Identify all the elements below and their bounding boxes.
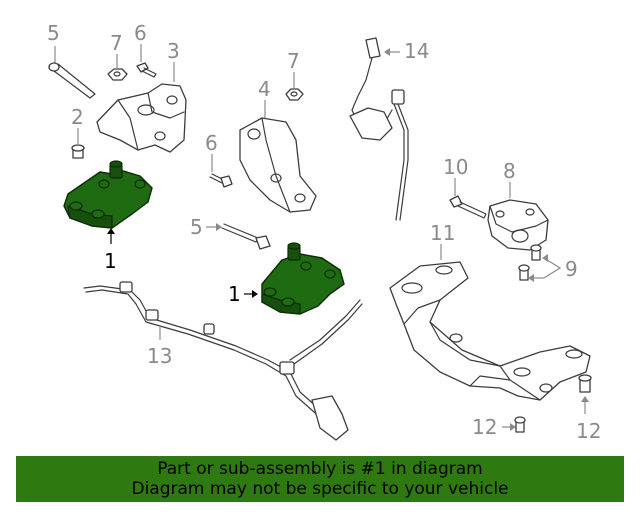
callout-14: 14 (404, 39, 429, 63)
part-3-bracket[interactable] (96, 62, 187, 153)
callout-3: 3 (167, 39, 180, 63)
part-4-bracket[interactable] (239, 100, 317, 213)
part-10-bolt[interactable] (449, 178, 487, 219)
banner-line-1: Part or sub-assembly is #1 in diagram (157, 459, 483, 479)
callout-5-upper: 5 (47, 21, 60, 45)
callout-6-upper: 6 (134, 21, 147, 45)
parts-diagram: 5 7 6 3 2 (47, 21, 601, 443)
part-5-bolt-middle[interactable] (206, 223, 271, 250)
callout-4: 4 (258, 77, 271, 101)
part-14-sensor[interactable] (349, 37, 409, 221)
callout-1-center: 1 (228, 282, 241, 306)
part-1-engine-mount-center[interactable] (244, 242, 345, 315)
callout-2: 2 (71, 105, 84, 129)
part-6-bolt-upper[interactable] (136, 44, 157, 78)
part-1-engine-mount-left[interactable] (63, 160, 153, 244)
callout-11: 11 (430, 221, 455, 245)
part-12-bolt-right[interactable] (578, 374, 592, 414)
callout-5-middle: 5 (190, 215, 203, 239)
callout-1-left: 1 (104, 249, 117, 273)
callout-7-upper: 7 (110, 31, 123, 55)
part-12-bolt-lower[interactable] (502, 416, 526, 433)
part-6-bolt-middle[interactable] (209, 154, 233, 188)
callout-9: 9 (565, 257, 578, 281)
info-banner: Part or sub-assembly is #1 in diagram Di… (16, 456, 624, 502)
callout-6-middle: 6 (205, 131, 218, 155)
callout-12-right: 12 (576, 419, 601, 443)
callout-13: 13 (147, 344, 172, 368)
part-11-crossmember[interactable] (389, 244, 591, 401)
part-7-nut-upper[interactable] (107, 54, 128, 81)
part-8-transmission-mount[interactable] (487, 182, 549, 251)
callout-10: 10 (443, 155, 468, 179)
part-9-bolts[interactable] (518, 244, 562, 282)
part-7-nut-middle[interactable] (285, 72, 304, 101)
callout-8: 8 (503, 159, 516, 183)
part-5-bolt-upper[interactable] (48, 46, 96, 99)
callout-12-lower: 12 (472, 415, 497, 439)
part-2-stud[interactable] (71, 128, 85, 159)
callout-7-middle: 7 (287, 49, 300, 73)
banner-line-2: Diagram may not be specific to your vehi… (131, 479, 509, 499)
part-13-wire-harness[interactable] (83, 281, 363, 441)
